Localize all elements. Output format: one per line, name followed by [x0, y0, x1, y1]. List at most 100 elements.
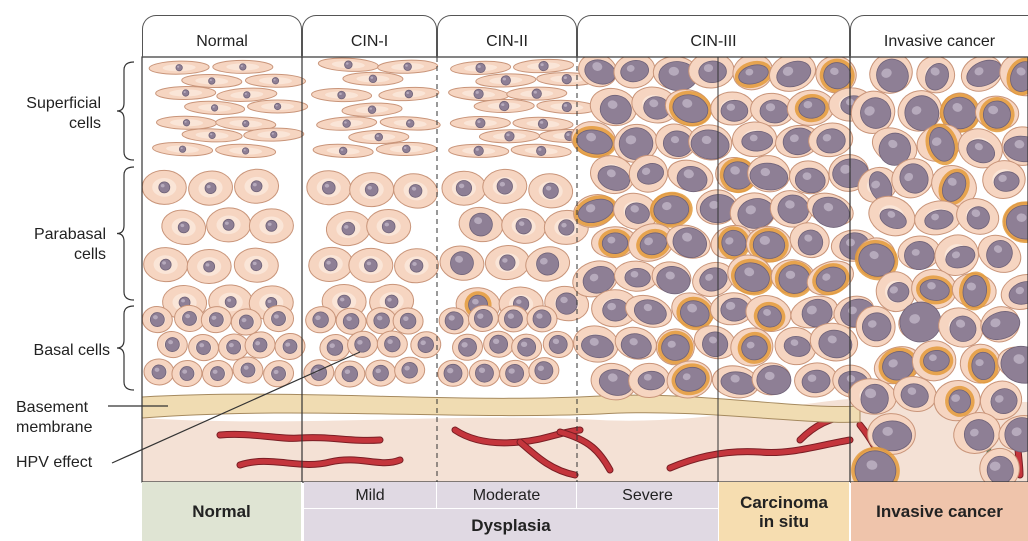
label-superficial-line1: Superficial	[0, 94, 101, 114]
cell	[365, 360, 396, 387]
band-severe: Severe	[577, 482, 718, 509]
nucleus	[208, 78, 215, 85]
nucleus	[558, 220, 574, 236]
cell	[248, 100, 308, 113]
cell	[245, 74, 305, 88]
cell	[213, 60, 273, 73]
label-brace	[117, 167, 134, 300]
nucleus-highlight	[765, 372, 775, 380]
label-hpv-effect: HPV effect	[16, 453, 92, 473]
tab-invasive-cancer: Invasive cancer	[850, 15, 1028, 57]
band-normal: Normal	[142, 482, 302, 541]
nucleus	[343, 120, 351, 128]
nucleus	[476, 118, 485, 127]
nucleus	[721, 100, 748, 121]
nucleus	[504, 310, 523, 329]
nucleus	[271, 311, 285, 325]
cell	[628, 363, 670, 398]
nucleus	[344, 61, 352, 69]
nucleus	[160, 259, 171, 270]
tab-normal: Normal	[142, 15, 302, 57]
cell	[349, 248, 393, 282]
cell	[438, 360, 469, 387]
nucleus-highlight	[367, 261, 371, 265]
label-superficial-cells: Superficial cells	[0, 94, 101, 134]
nucleus-highlight	[370, 77, 373, 79]
cell	[711, 92, 754, 125]
nucleus	[501, 76, 511, 86]
nucleus	[179, 146, 186, 153]
cell	[474, 99, 534, 113]
nucleus	[225, 296, 237, 308]
cell	[349, 172, 394, 207]
cell	[343, 72, 403, 85]
label-basement-line2: membrane	[16, 418, 92, 438]
tab-cin-2: CIN-II	[437, 15, 577, 57]
cell	[249, 208, 294, 243]
nucleus	[272, 77, 278, 83]
nucleus	[176, 64, 183, 71]
nucleus	[266, 220, 277, 231]
label-parabasal-line1: Parabasal	[0, 225, 106, 245]
label-basement-membrane: Basement membrane	[16, 398, 92, 438]
band-moderate: Moderate	[437, 482, 577, 509]
nucleus	[368, 106, 376, 114]
nucleus	[338, 295, 351, 308]
nucleus	[274, 103, 280, 109]
cell	[450, 116, 510, 129]
nucleus-highlight	[477, 120, 480, 123]
nucleus	[532, 89, 542, 99]
nucleus	[364, 259, 377, 272]
nucleus-highlight	[276, 105, 278, 107]
nucleus	[251, 181, 263, 193]
label-basal-cells: Basal cells	[0, 341, 110, 361]
nucleus	[339, 147, 347, 155]
cell	[263, 305, 293, 331]
band-dysplasia: Dysplasia	[304, 509, 718, 541]
nucleus	[539, 61, 549, 71]
nucleus	[499, 101, 508, 110]
nucleus	[375, 133, 383, 141]
cell	[377, 330, 408, 357]
nucleus	[373, 365, 389, 381]
nucleus	[159, 182, 170, 193]
cell	[498, 305, 529, 332]
nucleus	[405, 90, 413, 98]
nucleus	[474, 146, 484, 156]
nucleus	[251, 259, 263, 271]
nucleus	[536, 146, 546, 156]
nucleus	[562, 74, 572, 84]
nucleus	[382, 220, 395, 233]
nucleus	[223, 219, 234, 230]
nucleus	[204, 261, 215, 272]
label-parabasal-cells: Parabasal cells	[0, 225, 106, 265]
cell	[156, 86, 216, 100]
label-superficial-line2: cells	[0, 114, 101, 134]
tab-cin-1: CIN-I	[302, 15, 437, 57]
nucleus	[209, 132, 216, 139]
nucleus	[533, 310, 552, 329]
nucleus	[240, 64, 246, 70]
nucleus	[404, 63, 412, 71]
nucleus-highlight	[727, 104, 735, 111]
cell	[376, 142, 436, 156]
label-brace	[117, 62, 134, 160]
label-parabasal-line2: cells	[0, 245, 106, 265]
nucleus	[410, 259, 423, 272]
nucleus-highlight	[376, 135, 379, 137]
nucleus	[400, 313, 416, 329]
tissue-group	[141, 47, 1028, 500]
nucleus	[211, 105, 218, 112]
label-brace	[117, 306, 134, 390]
nucleus	[456, 180, 471, 195]
cell	[442, 171, 486, 205]
nucleus-highlight	[566, 133, 569, 136]
band-invasive-cancer: Invasive cancer	[851, 482, 1028, 541]
nucleus	[152, 365, 167, 380]
nucleus	[369, 75, 377, 83]
nucleus	[474, 89, 484, 99]
nucleus	[538, 119, 548, 129]
cell	[349, 130, 409, 144]
nucleus	[243, 91, 250, 98]
